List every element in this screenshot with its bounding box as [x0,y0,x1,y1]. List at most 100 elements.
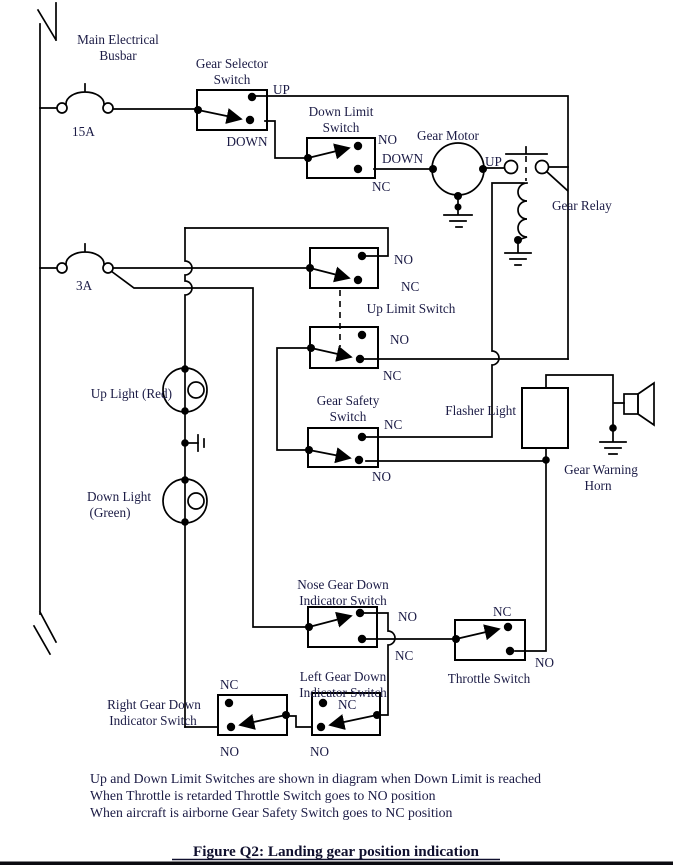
horn-driver [623,393,639,415]
fuse-15a-terminal-right [102,102,114,114]
up-limit-pole1-arm [309,266,351,283]
note-line-1: Up and Down Limit Switches are shown in … [90,771,541,786]
gear-selector-down-label: DOWN [226,134,267,149]
left-gear-nc-contact [318,698,328,708]
throttle-no-contact [505,646,515,656]
nose-gear-nc-label: NC [395,648,414,663]
gear-selector-label-line1: Gear Selector [196,56,269,71]
gear-safety-arm [308,447,352,464]
fuse-15a-rating: 15A [72,124,95,139]
up-limit-pole2-arm [310,345,353,362]
down-light-label-line1: Down Light [87,489,151,504]
main-busbar: Main Electrical Busbar [32,2,159,656]
left-gear-arm [328,714,378,730]
fuse-3a-terminal-left [56,262,68,274]
right-gear-arm [238,714,287,730]
down-limit-nc-contact [353,164,363,174]
gear-motor: Gear Motor DOWN UP [382,128,502,228]
horn-ground-icon [599,441,627,455]
fuse-3a-rating: 3A [76,278,93,293]
down-limit-arm [307,143,351,160]
gear-relay-coil-junction [514,236,522,244]
gear-motor-down-label: DOWN [382,151,423,166]
up-limit-pole1-no-label: NO [394,252,413,267]
down-limit-no-contact [353,141,363,151]
busbar-label-line2: Busbar [99,48,137,63]
throttle-no-label: NO [535,655,554,670]
gear-safety-nc-contact [357,432,367,442]
wire-selector-down [264,120,308,159]
note-line-3: When aircraft is airborne Gear Safety Sw… [90,805,453,820]
gear-relay: Gear Relay [503,146,612,266]
gear-relay-contact-right [534,159,550,175]
up-limit-pole2-nc-label: NC [383,368,402,383]
up-limit-pole1-nc-label: NC [401,279,420,294]
wire-uplimit-no-to-lamp-column [184,227,389,257]
gear-selector-down-contact [245,115,255,125]
gear-safety-no-contact [354,455,364,465]
figure-caption: Figure Q2: Landing gear position indicat… [172,843,500,861]
down-limit-no-label: NO [378,132,397,147]
right-gear-no-contact [226,722,236,732]
notes-block: Up and Down Limit Switches are shown in … [90,771,541,820]
gear-motor-ground-icon [443,214,473,228]
up-limit-pole1-nc-contact [353,275,363,285]
up-limit-pole2-nc-contact [355,354,365,364]
right-gear-label-line1: Right Gear Down [107,697,201,712]
busbar-line [32,2,58,656]
right-gear-label-line2: Indicator Switch [109,713,197,728]
gear-safety-label-line2: Switch [330,409,367,424]
gear-motor-body [431,142,485,196]
wire-3a-branch-b [109,269,309,628]
nose-gear-no-label: NO [398,609,417,624]
right-gear-nc-contact [224,698,234,708]
busbar-label-line1: Main Electrical [77,32,159,47]
left-gear-switch: Left Gear Down Indicator Switch NC NO [299,669,387,759]
throttle-nc-label: NC [493,604,512,619]
up-light-label: Up Light (Red) [91,386,172,401]
up-limit-switch-pole2: NO NC [307,290,409,383]
wire-flasher-top-to-horn [545,374,625,442]
up-limit-switch-label: Up Limit Switch [367,301,456,316]
up-limit-pole2-no-contact [357,330,367,340]
wire-nose-no-to-leftgear [363,612,396,716]
nose-gear-arm [308,611,353,628]
throttle-nc-contact [503,622,513,632]
wire-leftgear-to-rightgear [286,715,313,728]
lamp-ground-icon [197,434,205,452]
gear-safety-switch: Gear Safety Switch NC NO [305,393,403,484]
up-limit-pole1-no-contact [357,251,367,261]
gear-safety-nc-label: NC [384,417,403,432]
nose-gear-switch: Nose Gear Down Indicator Switch NO NC [297,577,417,663]
note-line-2: When Throttle is retarded Throttle Switc… [90,788,436,803]
gear-motor-up-terminal [479,165,487,173]
fuse-3a-arc [65,243,105,265]
flasher-and-horn: Flasher Light Gear Warning Horn [445,381,655,493]
gear-motor-up-label: UP [485,154,502,169]
gear-selector-switch: Gear Selector Switch UP DOWN [194,56,290,149]
up-limit-switch-pole1: NO NC Up Limit Switch [306,247,456,316]
fuse-15a-wire [39,107,199,110]
footer-bar [0,861,673,865]
wire-up-bus [255,95,569,360]
down-light-label-line2: (Green) [90,505,131,520]
horn-label-line1: Gear Warning [564,462,638,477]
fuse-3a: 3A [56,243,114,293]
flasher-light-label: Flasher Light [445,403,516,418]
right-gear-no-label: NO [220,744,239,759]
gear-safety-label-line1: Gear Safety [317,393,380,408]
down-light-top-junction [181,476,189,484]
gear-selector-label-line2: Switch [214,72,251,87]
gear-motor-label: Gear Motor [417,128,479,143]
nose-gear-no-contact [355,608,365,618]
wire-safety-nc-to-coil [365,182,525,438]
right-gear-switch: Right Gear Down Indicator Switch NC NO [107,677,290,759]
left-gear-label-line2: Indicator Switch [299,685,387,700]
gear-relay-contact-left [503,159,519,175]
nose-gear-label-line2: Indicator Switch [299,593,387,608]
down-limit-label-line1: Down Limit [309,104,374,119]
fuse-15a-terminal-left [56,102,68,114]
gear-relay-coil [517,182,528,253]
gear-selector-up-label: UP [273,82,290,97]
gear-relay-label: Gear Relay [552,198,612,213]
